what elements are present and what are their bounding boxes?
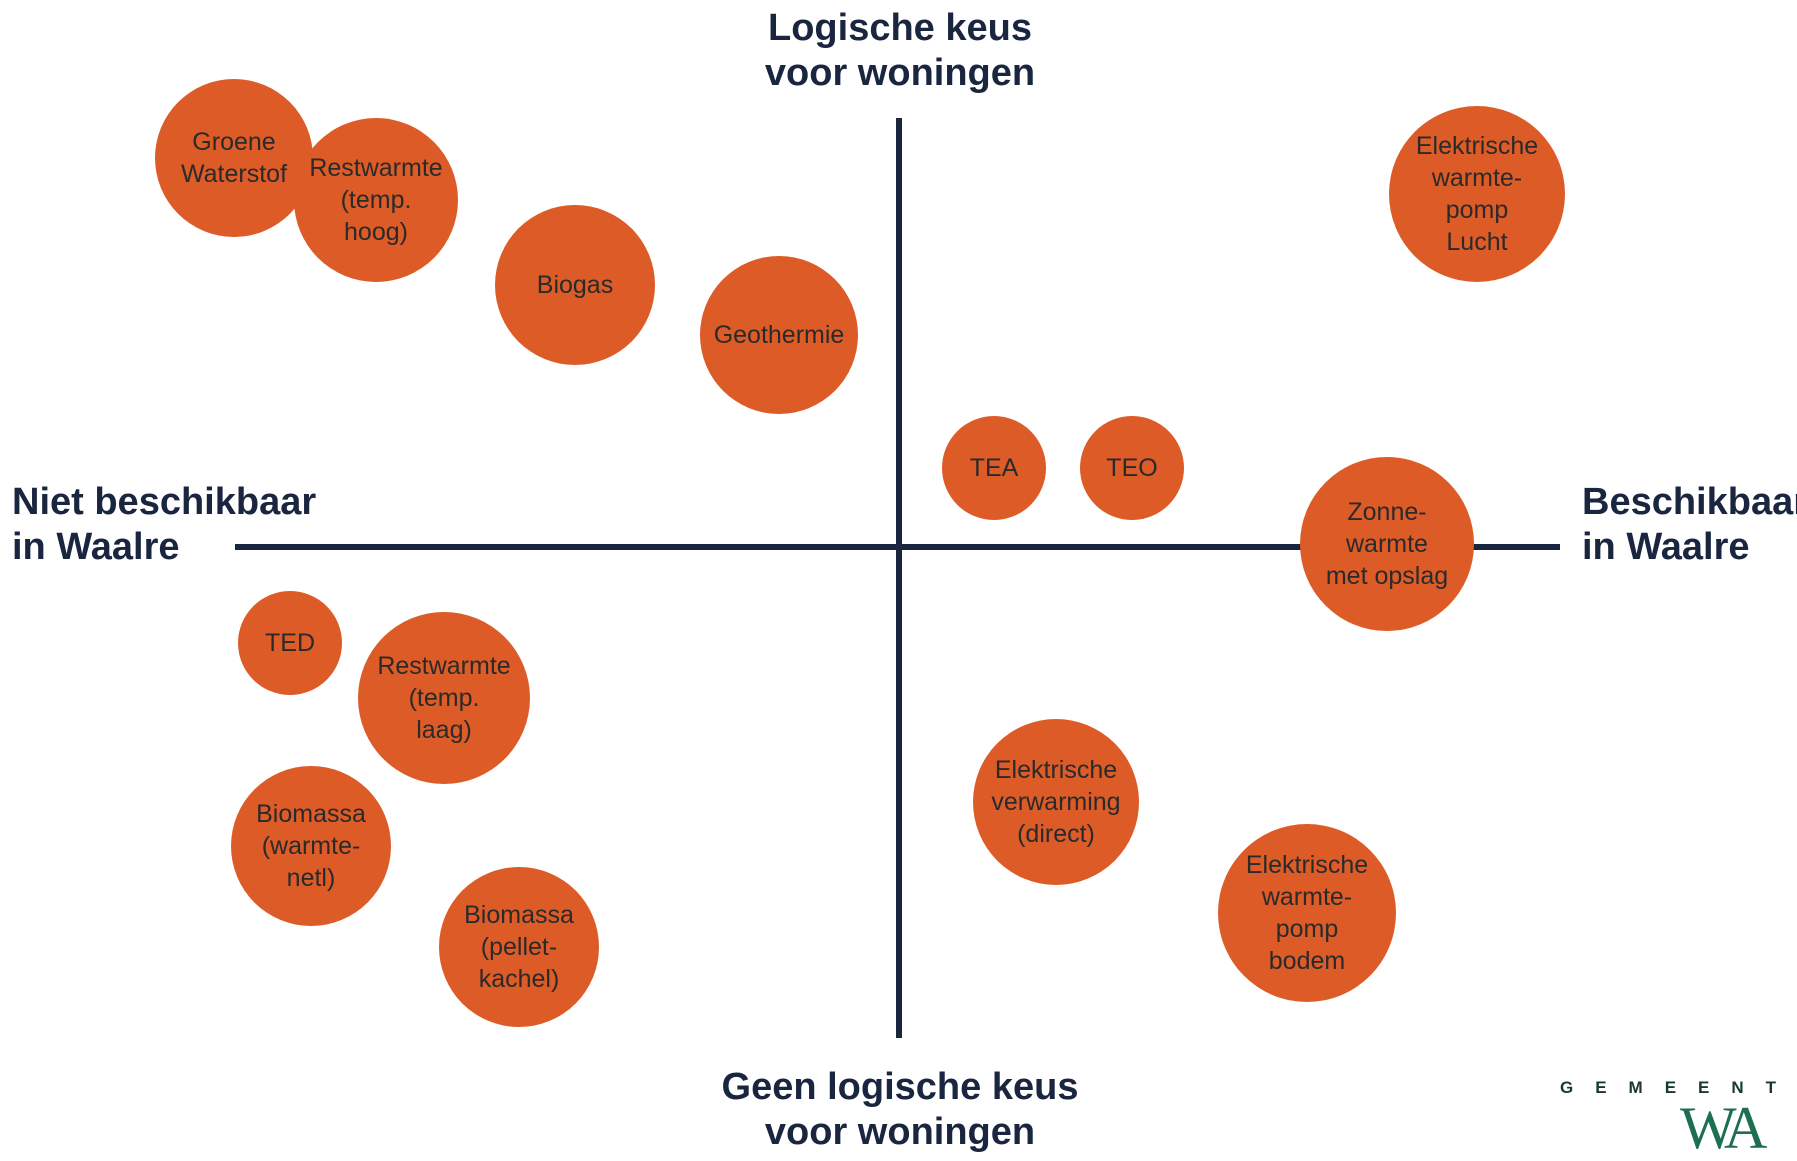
axis-label-bottom: Geen logische keus voor woningen — [721, 1066, 1079, 1153]
bubble-ewp-lucht: Elektrische warmte- pomp Lucht — [1389, 106, 1565, 282]
bubble-teo: TEO — [1080, 416, 1184, 520]
bubble-biogas: Biogas — [495, 205, 655, 365]
axis-label-right: Beschikbaar in Waalre — [1582, 481, 1797, 568]
bubble-groene-waterstof: Groene Waterstof — [155, 79, 313, 237]
bubble-restwarmte-laag: Restwarmte (temp. laag) — [358, 612, 530, 784]
bubble-zonnewarmte: Zonne- warmte met opslag — [1300, 457, 1474, 631]
logo-mark: WA — [1680, 1095, 1767, 1161]
bubble-ewp-bodem: Elektrische warmte- pomp bodem — [1218, 824, 1396, 1002]
axis-label-left: Niet beschikbaar in Waalre — [12, 481, 317, 568]
bubble-biomassa-warmtenet: Biomassa (warmte- netl) — [231, 766, 391, 926]
axis-label-top: Logische keus voor woningen — [764, 7, 1036, 94]
bubble-ted: TED — [238, 591, 342, 695]
horizontal-axis — [235, 544, 1560, 550]
vertical-axis — [896, 118, 902, 1038]
logo-text: GEMEENTE — [1560, 1078, 1797, 1097]
bubble-elektrische-verwarming: Elektrische verwarming (direct) — [973, 719, 1139, 885]
bubble-biomassa-pelletkachel: Biomassa (pellet- kachel) — [439, 867, 599, 1027]
bubble-geothermie: Geothermie — [700, 256, 858, 414]
bubble-tea: TEA — [942, 416, 1046, 520]
bubble-restwarmte-hoog: Restwarmte (temp. hoog) — [294, 118, 458, 282]
